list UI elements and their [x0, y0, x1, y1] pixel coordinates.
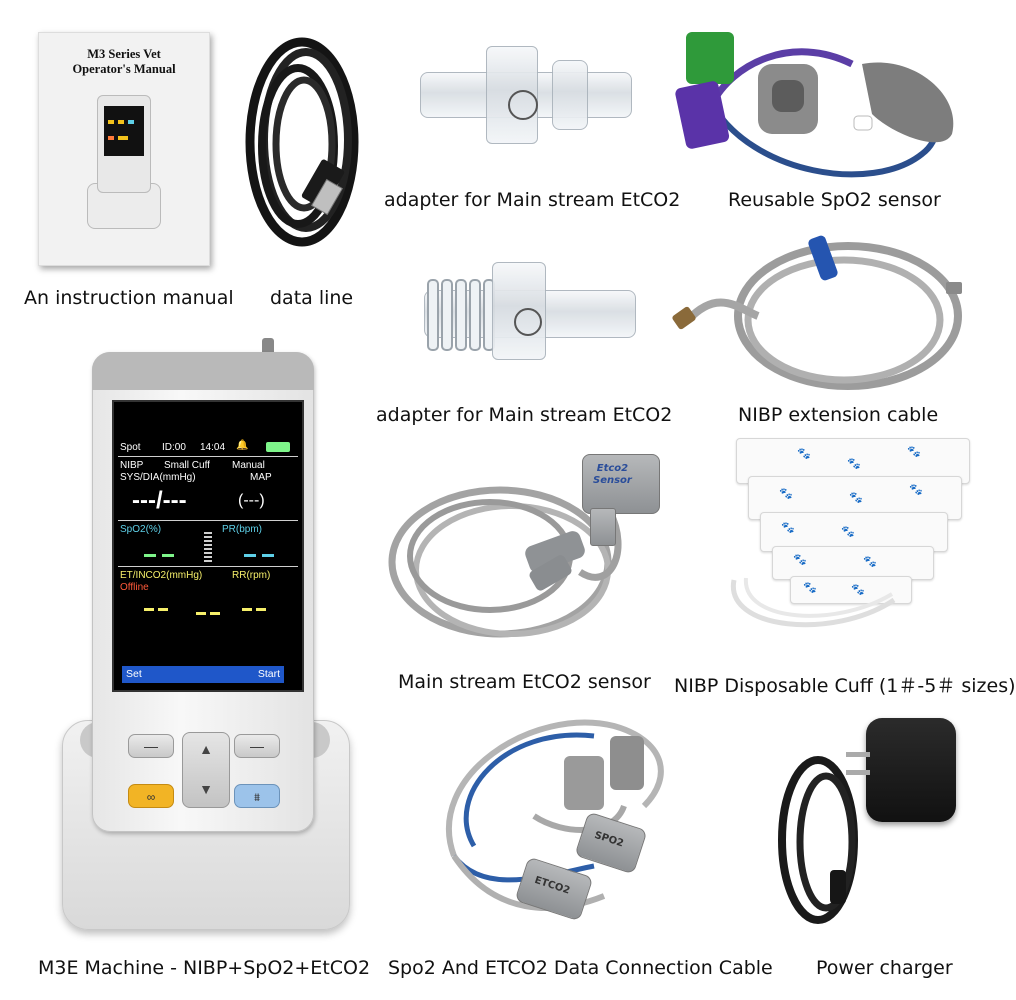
pleth-bar — [204, 532, 212, 562]
caption-data-line: data line — [270, 287, 354, 309]
charger-cable — [778, 756, 858, 924]
mainstream-etco2-sensor — [388, 486, 622, 638]
arrow-up-icon[interactable]: ▲ — [199, 741, 213, 757]
power-charger — [866, 718, 956, 822]
caption-spo2-sensor: Reusable SpO2 sensor — [728, 189, 941, 211]
etco2-sensor-neck — [590, 508, 616, 546]
spo2-etco2-connection-cable — [445, 719, 664, 911]
alarm-silence-button[interactable]: ⩩ — [234, 784, 280, 808]
adapter-1-collar — [552, 60, 588, 130]
inco2-dash — [196, 612, 206, 615]
screen-map-value: (---) — [238, 492, 265, 509]
caption-nibp-extension: NIBP extension cable — [738, 404, 939, 426]
caption-nibp-cuff: NIBP Disposable Cuff (1＃-5＃ sizes) — [674, 675, 1016, 697]
screen-divider — [118, 456, 298, 457]
bell-icon: 🔔 — [236, 440, 249, 451]
pr-dash — [262, 554, 274, 557]
etco2-sensor-tag-line1: Etco2 — [596, 463, 629, 474]
rr-dash — [256, 608, 266, 611]
alarm-icon: ⩩ — [254, 792, 260, 804]
usb-data-line — [245, 37, 359, 247]
paw-print-icon: 🐾 — [909, 484, 923, 496]
screen-divider — [118, 566, 298, 567]
charger-prong — [846, 752, 870, 757]
etco2-dash — [144, 608, 154, 611]
adapter-1-window — [508, 90, 538, 120]
screen-id: ID:00 — [162, 442, 186, 453]
device-top-band — [92, 352, 314, 390]
screen-nibp-label: NIBP — [120, 460, 144, 471]
nibp-start-button[interactable]: ∞ — [128, 784, 174, 808]
caption-connection-cable: Spo2 And ETCO2 Data Connection Cable — [388, 957, 773, 979]
caption-adapter-2: adapter for Main stream EtCO2 — [376, 404, 673, 426]
etco2-sensor-head: Etco2 Sensor — [582, 454, 660, 514]
screen-manual-label: Manual — [232, 460, 265, 471]
paw-print-icon: 🐾 — [841, 526, 855, 538]
paw-print-icon: 🐾 — [779, 488, 793, 500]
screen-softkey-bar: Set Start — [122, 666, 284, 683]
paw-print-icon: 🐾 — [793, 554, 807, 566]
paw-print-icon: 🐾 — [849, 492, 863, 504]
charger-prong — [846, 770, 870, 775]
paw-print-icon: 🐾 — [907, 446, 921, 458]
adapter-2-window — [514, 308, 542, 336]
screen-set-softkey[interactable]: Set — [126, 668, 142, 680]
caption-manual: An instruction manual — [24, 287, 234, 309]
screen-sys-dia-value: ---/--- — [132, 487, 187, 514]
etco2-sensor-tag-line2: Sensor — [593, 475, 632, 486]
screen-pr-label: PR(bpm) — [222, 524, 263, 535]
bicycle-icon: ∞ — [146, 790, 156, 804]
caption-etco2-sensor: Main stream EtCO2 sensor — [398, 671, 651, 693]
spo2-dash — [144, 554, 156, 557]
screen-cuff-label: Small Cuff — [164, 460, 210, 471]
paw-print-icon: 🐾 — [851, 584, 865, 596]
navigation-pad: ▲ ▼ — [182, 732, 230, 808]
device-screen: Spot ID:00 14:04 🔔 NIBP Small Cuff Manua… — [112, 400, 304, 692]
left-softkey-button[interactable]: — — [128, 734, 174, 758]
screen-map-label: MAP — [250, 472, 272, 483]
reusable-spo2-sensor — [675, 32, 954, 178]
adapter-2-ribbed-end — [427, 279, 495, 351]
caption-machine: M3E Machine - NIBP+SpO2+EtCO2 — [38, 957, 371, 979]
paw-print-icon: 🐾 — [803, 582, 817, 594]
manual-cover-title: M3 Series Vet Operator's Manual — [39, 47, 209, 77]
device-connector — [262, 338, 274, 356]
paw-print-icon: 🐾 — [863, 556, 877, 568]
etco2-dash — [158, 608, 168, 611]
battery-icon — [266, 442, 290, 452]
paw-print-icon: 🐾 — [847, 458, 861, 470]
screen-time: 14:04 — [200, 442, 226, 453]
manual-device-illustration — [97, 95, 151, 193]
manual-title-line2: Operator's Manual — [72, 62, 176, 76]
etco2-sensor-tag: Etco2 Sensor — [593, 463, 632, 487]
pr-dash — [244, 554, 256, 557]
spo2-connector-tag: SPO2 — [592, 829, 625, 850]
instruction-manual: M3 Series Vet Operator's Manual — [38, 32, 210, 266]
nibp-extension-cable — [672, 235, 962, 390]
screen-mode: Spot — [120, 442, 141, 453]
arrow-down-icon[interactable]: ▼ — [199, 781, 213, 797]
right-softkey-button[interactable]: — — [234, 734, 280, 758]
paw-print-icon: 🐾 — [797, 448, 811, 460]
cuff-tubes — [730, 577, 896, 628]
cuff-size-3: 🐾 🐾 — [760, 512, 948, 552]
spo2-dash — [162, 554, 174, 557]
screen-etco2-label: ET/INCO2(mmHg) — [120, 570, 203, 581]
rr-dash — [242, 608, 252, 611]
manual-device-screen — [104, 106, 144, 156]
paw-print-icon: 🐾 — [781, 522, 795, 534]
caption-charger: Power charger — [816, 957, 953, 979]
screen-divider — [118, 520, 298, 521]
cuff-size-4: 🐾 🐾 — [772, 546, 934, 580]
screen-spo2-label: SpO2(%) — [120, 524, 162, 535]
inco2-dash — [210, 612, 220, 615]
screen-start-softkey[interactable]: Start — [257, 668, 280, 680]
manual-title-line1: M3 Series Vet — [87, 47, 161, 61]
screen-sys-dia-label: SYS/DIA(mmHg) — [120, 472, 196, 483]
screen-rr-label: RR(rpm) — [232, 570, 271, 581]
caption-adapter-1: adapter for Main stream EtCO2 — [384, 189, 681, 211]
etco2-connector-tag: ETCO2 — [533, 874, 572, 897]
screen-offline-status: Offline — [120, 582, 149, 593]
